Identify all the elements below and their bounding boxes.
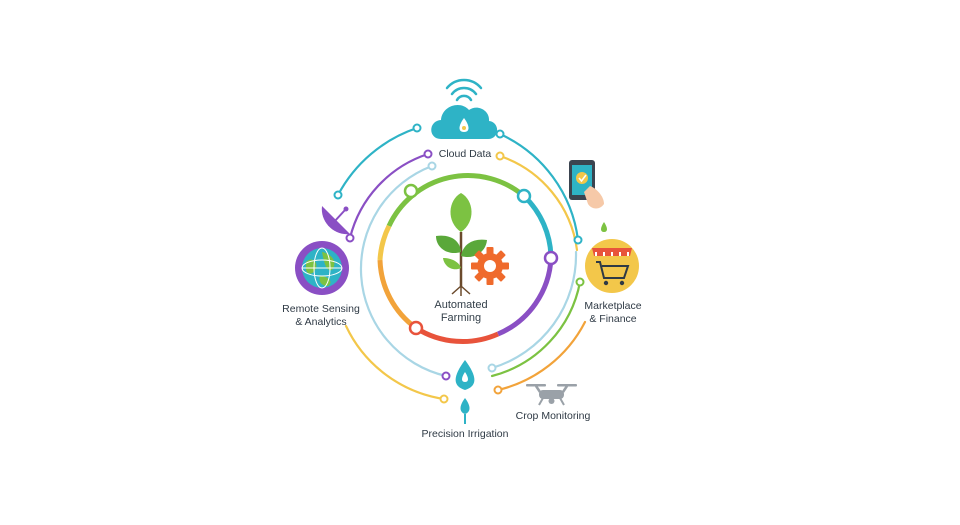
water-drop-icon xyxy=(455,360,475,390)
connector-arc-yellow-left xyxy=(344,324,446,401)
connector-dot xyxy=(412,123,422,133)
connector-dot xyxy=(441,371,451,381)
ring-segment-orange xyxy=(377,259,418,331)
gear-icon xyxy=(471,247,509,285)
plant-icon xyxy=(436,193,487,296)
connector-dot xyxy=(333,190,343,200)
satellite-dish-icon xyxy=(321,206,350,235)
connector-arc-green-right xyxy=(490,280,582,378)
connector-dot xyxy=(573,235,583,245)
connector-dot xyxy=(487,363,497,373)
connector-arc-lightblue-left xyxy=(359,164,448,378)
connector-arc-teal-right xyxy=(498,132,580,242)
remote-sensing-line2: & Analytics xyxy=(295,316,347,328)
sprinkler-icon xyxy=(460,398,470,424)
connector-dot xyxy=(493,385,503,395)
connector-arc-orange-right xyxy=(496,320,587,392)
connector-dot xyxy=(495,129,505,139)
ring-segment-yellow xyxy=(377,224,392,261)
connector-dot xyxy=(427,161,437,171)
connector-arc-lightblue-right xyxy=(490,250,578,370)
shopping-cart-icon xyxy=(585,239,639,293)
ring-segment-teal xyxy=(522,194,554,259)
connector-arc-teal xyxy=(336,126,419,197)
connector-dot xyxy=(495,151,505,161)
remote-sensing-label: Remote Sensing & Analytics xyxy=(271,303,371,329)
connector-arc-purple xyxy=(348,152,430,240)
connector-arc-yellow-right xyxy=(498,154,579,252)
wifi-icon xyxy=(445,78,483,102)
marketplace-label: Marketplace & Finance xyxy=(573,300,653,326)
ring-segment-purple xyxy=(497,257,554,337)
crop-monitoring-label: Crop Monitoring xyxy=(515,410,591,422)
connector-dot xyxy=(575,277,585,287)
drone-icon xyxy=(526,384,577,406)
precision-irrigation-label: Precision Irrigation xyxy=(421,428,509,440)
center-label-line1: Automated xyxy=(434,299,488,311)
ring-node xyxy=(543,250,559,266)
globe-icon xyxy=(295,241,349,295)
ring-node xyxy=(403,183,419,199)
cloud-icon xyxy=(431,105,498,139)
connector-dot xyxy=(423,149,433,159)
ring-segment-red xyxy=(414,325,500,345)
center-label: Automated Farming xyxy=(426,299,496,325)
cloud-data-label: Cloud Data xyxy=(438,148,492,160)
drop-connector-icon xyxy=(601,222,607,232)
connector-dot xyxy=(345,233,355,243)
marketplace-line2: & Finance xyxy=(589,313,637,325)
ring-node xyxy=(408,320,424,336)
phone-icon xyxy=(569,160,604,209)
center-label-line2: Farming xyxy=(440,312,482,324)
remote-sensing-line1: Remote Sensing xyxy=(282,303,360,315)
ring-node xyxy=(516,188,532,204)
ring-segment-green xyxy=(386,173,526,228)
connector-dot xyxy=(439,394,449,404)
marketplace-line1: Marketplace xyxy=(584,300,642,312)
